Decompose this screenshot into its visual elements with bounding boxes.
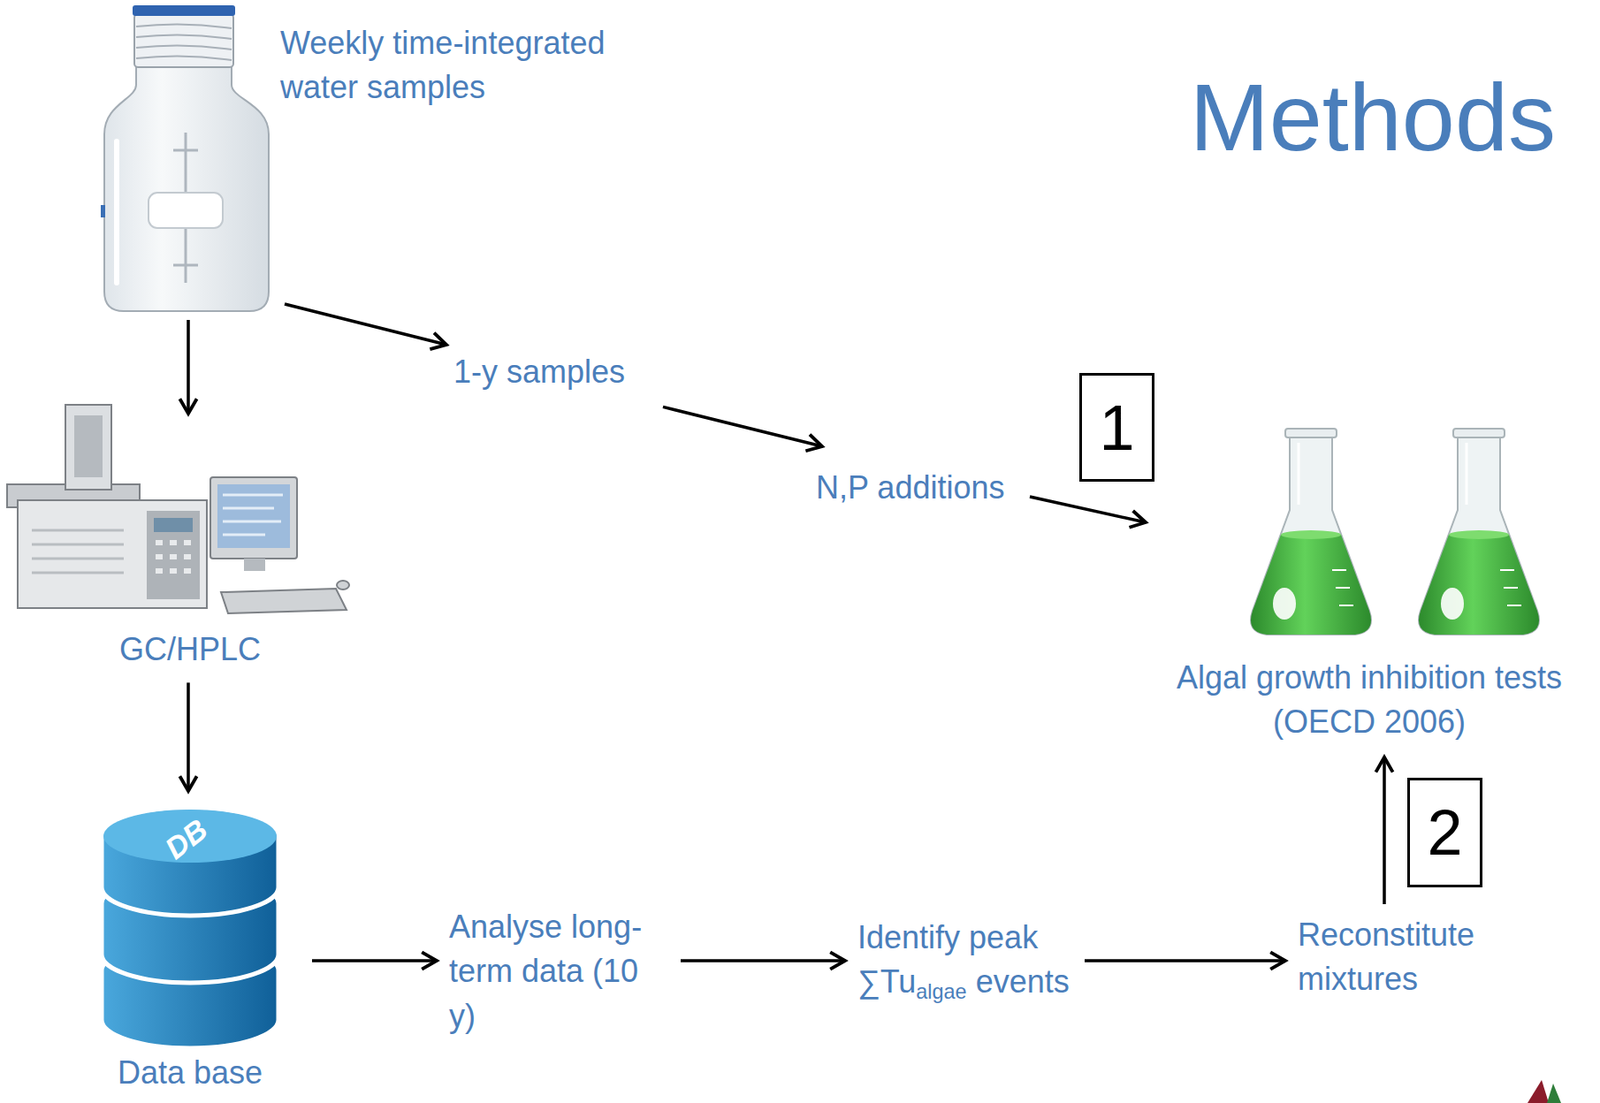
panel-keys xyxy=(155,542,191,572)
flask-lip xyxy=(1453,428,1505,438)
flow-arrow xyxy=(1084,959,1286,963)
mouse xyxy=(336,580,350,590)
instrument-vents xyxy=(31,530,124,573)
flask-liquid xyxy=(1250,534,1372,635)
monitor-screen xyxy=(217,484,290,549)
corner-logo xyxy=(1527,1080,1562,1103)
node-text: Algal growth inhibition tests (OECD 2006… xyxy=(1154,655,1585,746)
bottle-cap-ring xyxy=(132,5,236,16)
flow-arrow xyxy=(186,320,191,414)
sample-bottle xyxy=(100,5,269,312)
flask-spot xyxy=(1440,587,1464,620)
monitor-stand xyxy=(243,558,266,572)
node-text: algae xyxy=(915,980,967,1004)
bottle-label xyxy=(148,192,223,229)
flask-glass xyxy=(1418,435,1540,635)
logo-triangle xyxy=(1527,1080,1549,1103)
liquid-surface xyxy=(1448,530,1509,540)
flask-liquid xyxy=(1418,534,1540,635)
icon-text: DB xyxy=(160,813,214,864)
flask-highlight xyxy=(1465,442,1469,505)
node-text: Weekly time-integrated water samples xyxy=(280,21,661,111)
process-step: Algal growth inhibition tests (OECD 2006… xyxy=(1154,424,1585,746)
flask-graduations xyxy=(1500,570,1522,606)
panel-display xyxy=(153,518,193,533)
callout-number: 1 xyxy=(1079,373,1155,482)
flow-arrow xyxy=(186,682,191,792)
autosampler-window xyxy=(74,415,103,478)
flask-highlight xyxy=(1297,442,1301,505)
database-cylinder xyxy=(101,807,279,1049)
erlenmeyer-flask xyxy=(1418,428,1540,635)
bottle-thread xyxy=(136,23,232,61)
slide-title: Methods xyxy=(1149,69,1556,166)
flow-arrow xyxy=(1029,496,1146,523)
autosampler-tower xyxy=(65,404,112,490)
process-step: N,P additions xyxy=(815,465,1020,511)
flow-arrow xyxy=(680,959,846,963)
flow-arrow xyxy=(284,304,447,345)
node-text: Reconstitute mixtures xyxy=(1297,913,1501,1003)
callout-number: 2 xyxy=(1407,777,1483,888)
process-step: Reconstitute mixtures xyxy=(1297,913,1501,1003)
flask-lip xyxy=(1285,428,1337,438)
node-text: events xyxy=(975,963,1070,1000)
bottle-mark xyxy=(100,205,106,218)
bottle-highlight xyxy=(114,141,120,283)
flow-arrow xyxy=(662,406,823,447)
screen-lines xyxy=(222,495,283,535)
flask-graduations xyxy=(1332,570,1354,606)
flask-spot xyxy=(1272,587,1296,620)
node-text: Analyse long-term data (10 y) xyxy=(449,905,671,1039)
process-step: Analyse long-term data (10 y) xyxy=(449,905,671,1039)
instrument-panel xyxy=(146,510,200,600)
liquid-surface xyxy=(1280,530,1341,540)
monitor xyxy=(210,477,298,559)
instrument-body xyxy=(17,500,207,609)
process-step: Identify peak ∑Tualgaeevents xyxy=(857,915,1075,1007)
node-text: GC/HPLC xyxy=(13,627,367,672)
keyboard xyxy=(220,588,347,614)
database-disc xyxy=(101,807,279,916)
gc-hplc-instrument xyxy=(7,404,350,614)
node-text: 1-y samples xyxy=(453,350,666,395)
node-text: N,P additions xyxy=(815,465,1020,511)
process-step: GC/HPLC xyxy=(13,422,367,672)
flow-arrow xyxy=(1382,757,1387,905)
flask-glass xyxy=(1250,435,1372,635)
flow-arrow xyxy=(312,959,437,963)
node-text: Data base xyxy=(75,1051,305,1096)
bottle-body xyxy=(104,65,269,312)
erlenmeyer-flask xyxy=(1250,428,1372,635)
bottle-neck xyxy=(134,14,234,68)
process-step: 1-y samples xyxy=(453,350,666,395)
process-step: Weekly time-integrated water samples xyxy=(97,0,661,312)
logo-triangle xyxy=(1546,1083,1562,1103)
